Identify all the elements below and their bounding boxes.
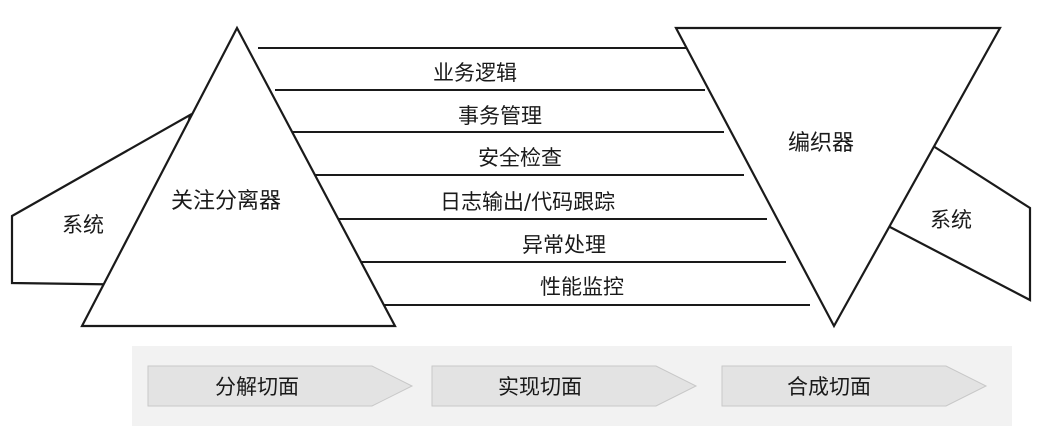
phase-label-decompose: 分解切面 [215, 375, 299, 399]
aspect-label-logging: 日志输出/代码跟踪 [440, 190, 615, 214]
right-system-label: 系统 [930, 208, 972, 232]
left-system-label: 系统 [62, 213, 104, 237]
phase-arrow-implement [431, 365, 698, 407]
phase-label-compose: 合成切面 [787, 375, 871, 399]
aspect-lines [258, 47, 810, 306]
aspect-label-exception: 异常处理 [522, 233, 606, 257]
phase-label-implement: 实现切面 [498, 375, 582, 399]
aspect-label-security: 安全检查 [478, 146, 562, 170]
phase-arrow-compose [721, 365, 988, 407]
weaver-triangle [674, 26, 1002, 329]
aspect-label-performance: 性能监控 [540, 275, 624, 299]
separator-label: 关注分离器 [171, 189, 281, 214]
phase-arrow-decompose [147, 365, 414, 407]
aspect-label-transaction: 事务管理 [458, 104, 542, 128]
weaver-label: 编织器 [788, 131, 854, 156]
separator-triangle [80, 25, 397, 328]
aspect-label-business-logic: 业务逻辑 [433, 61, 517, 85]
